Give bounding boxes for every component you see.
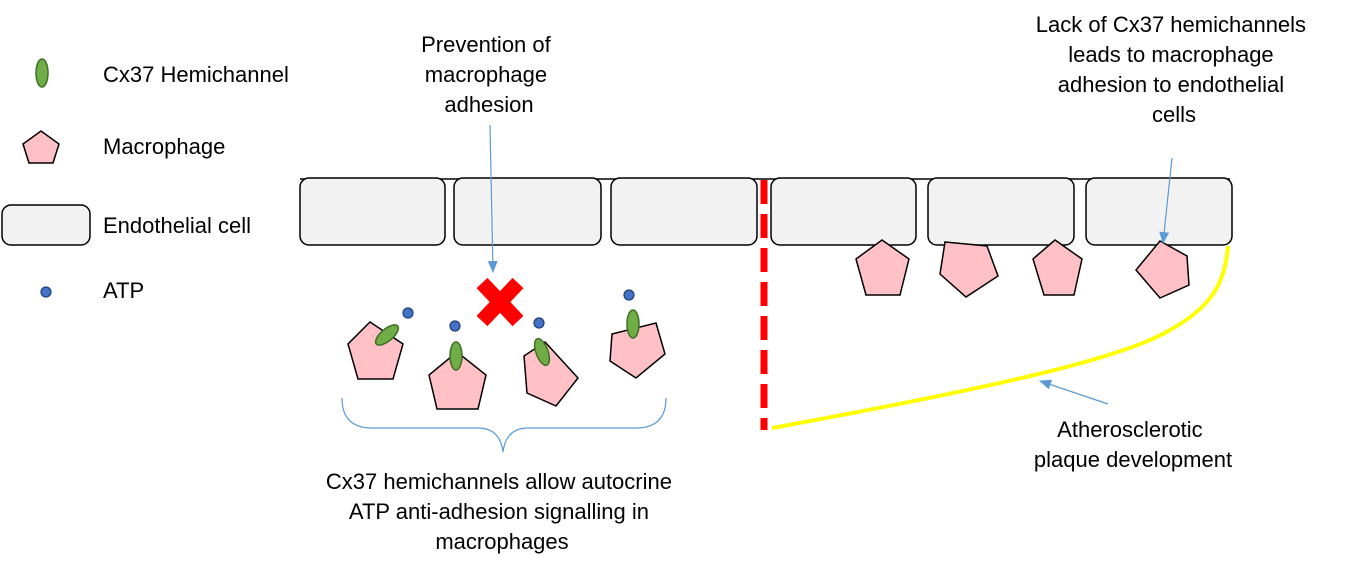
hemichannel: [533, 337, 551, 367]
macrophage: [609, 322, 666, 379]
endothelial-cell: [299, 177, 446, 246]
prevention-arrow: [487, 124, 498, 273]
group-brace: [341, 397, 667, 453]
endothelial-cell: [1085, 177, 1233, 246]
prevention-note: Prevention of macrophage adhesion: [421, 32, 557, 117]
hemichannel: [374, 324, 400, 346]
legend-endothelial-label: Endothelial cell: [103, 213, 251, 238]
legend: Cx37 Hemichannel Macrophage Endothelial …: [1, 58, 289, 303]
legend-macrophage-label: Macrophage: [103, 134, 225, 159]
macrophage: [1032, 239, 1083, 296]
macrophage: [1135, 240, 1190, 299]
hemichannel: [449, 341, 463, 371]
atp-molecule: [402, 307, 414, 319]
plaque-note: Atherosclerotic plaque development: [1034, 417, 1232, 472]
macrophage: [855, 239, 910, 296]
endothelial-cell: [770, 177, 917, 246]
macrophage: [523, 341, 579, 407]
prevention-cross-icon: [476, 277, 524, 327]
legend-atp-label: ATP: [103, 278, 144, 303]
adhered-macrophages: [855, 239, 1190, 299]
atp-legend-icon: [40, 286, 52, 298]
free-macrophages: [347, 289, 666, 410]
endothelial-layer: [299, 177, 1233, 246]
plaque-arrow: [1039, 379, 1109, 405]
macrophage: [939, 241, 999, 298]
atp-molecule: [623, 289, 635, 301]
lack-arrow: [1159, 157, 1173, 244]
hemichannel-legend-icon: [35, 58, 49, 88]
legend-hemichannel-label: Cx37 Hemichannel: [103, 62, 289, 87]
endothelial-cell: [610, 177, 758, 246]
endothelial-cell: [453, 177, 602, 246]
signalling-note: Cx37 hemichannels allow autocrine ATP an…: [326, 469, 678, 554]
macrophage-legend-icon: [22, 130, 60, 164]
atp-molecule: [449, 320, 461, 332]
macrophage: [428, 351, 487, 410]
endothelial-legend-icon: [1, 204, 91, 246]
atp-molecule: [533, 317, 545, 329]
plaque-curve: [771, 245, 1230, 430]
lack-note: Lack of Cx37 hemichannels leads to macro…: [1036, 12, 1312, 127]
endothelial-cell: [927, 177, 1075, 246]
hemichannel: [626, 309, 640, 339]
